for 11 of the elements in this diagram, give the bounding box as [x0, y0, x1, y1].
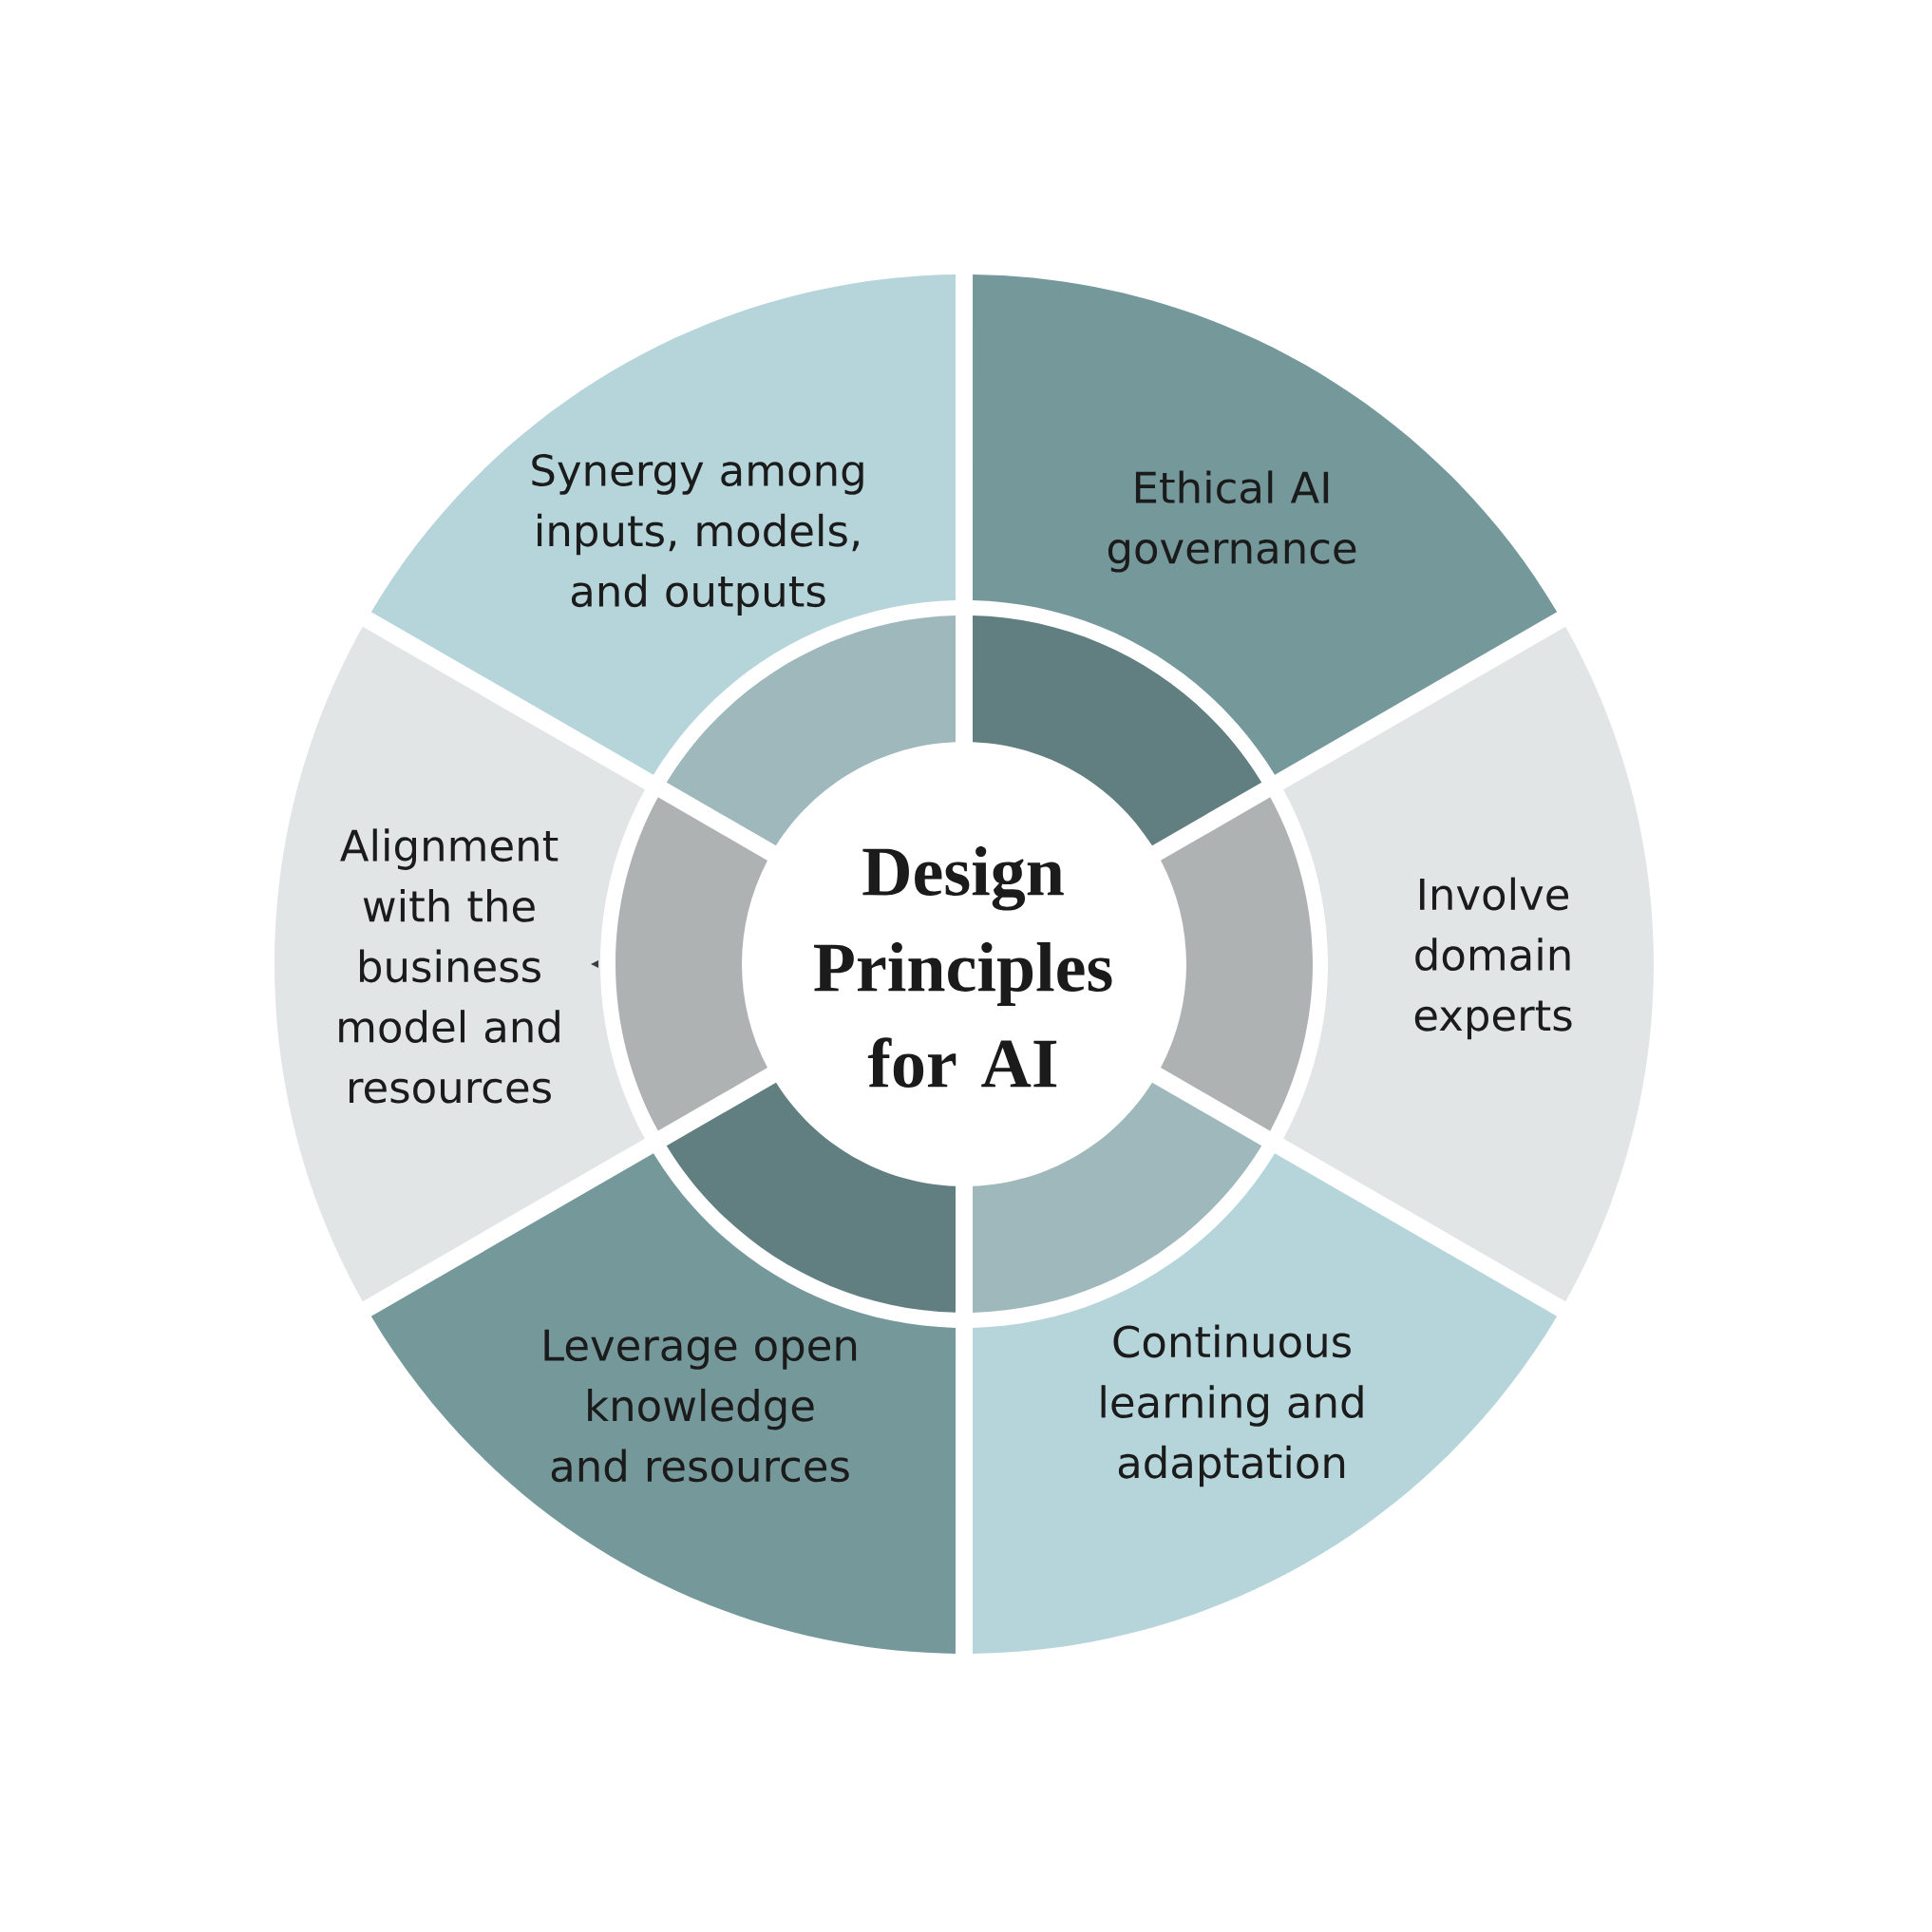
wheel-segment: Involve domain experts: [1283, 626, 1654, 1302]
ring-segment: [616, 797, 767, 1131]
centre-title: Design Principles for AI: [814, 845, 1112, 1088]
wheel-segment: Synergy among inputs, models, and outputs: [370, 275, 956, 775]
ring-segment: [666, 616, 956, 846]
wheel-segment: Continuous learning and adaptation: [973, 1153, 1558, 1654]
wheel-segment: Ethical AI governance: [973, 275, 1558, 775]
wheel-segment: Alignment with the business model and resources: [275, 626, 645, 1302]
ring-segment: [1161, 797, 1313, 1131]
ring-segment: [973, 616, 1262, 846]
wheel-segment: Leverage open knowledge and resources: [370, 1153, 956, 1654]
